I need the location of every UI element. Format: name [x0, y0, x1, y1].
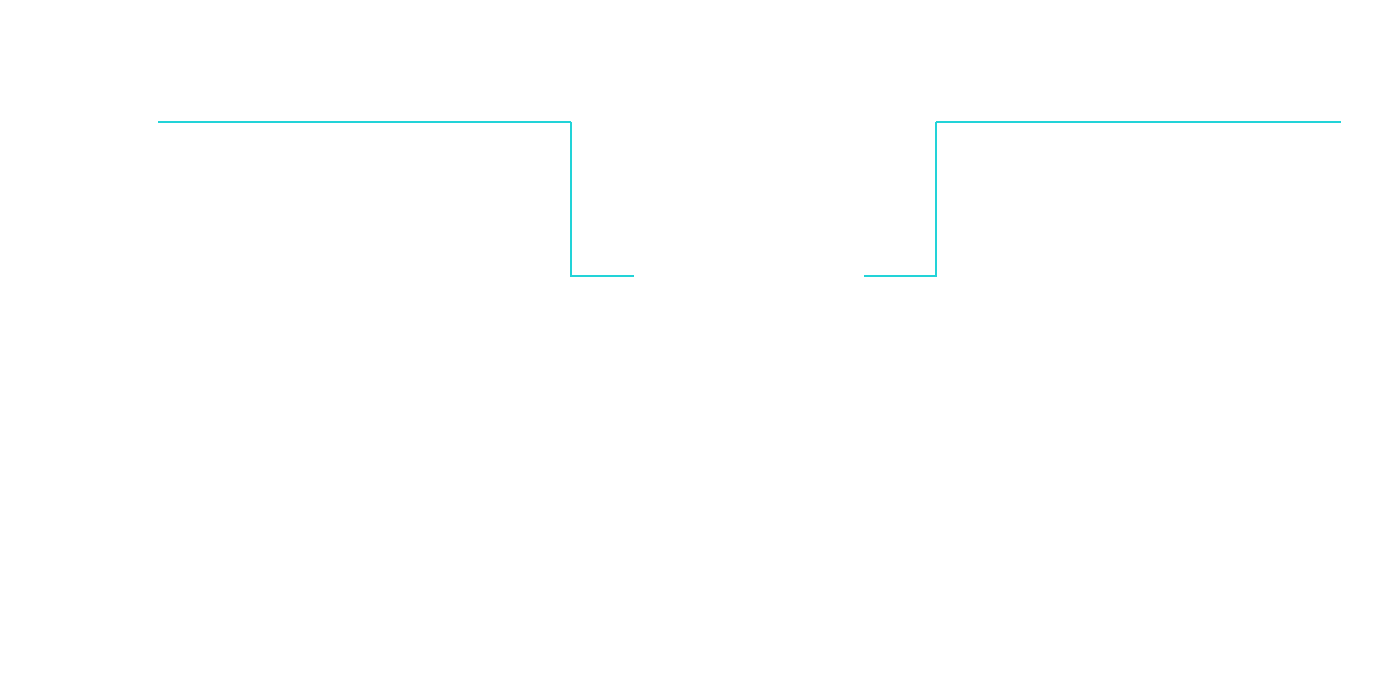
waveform-left-falling-edge-and-low-segment [570, 122, 634, 277]
waveform-right-low-segment-and-rising-edge [864, 122, 937, 277]
